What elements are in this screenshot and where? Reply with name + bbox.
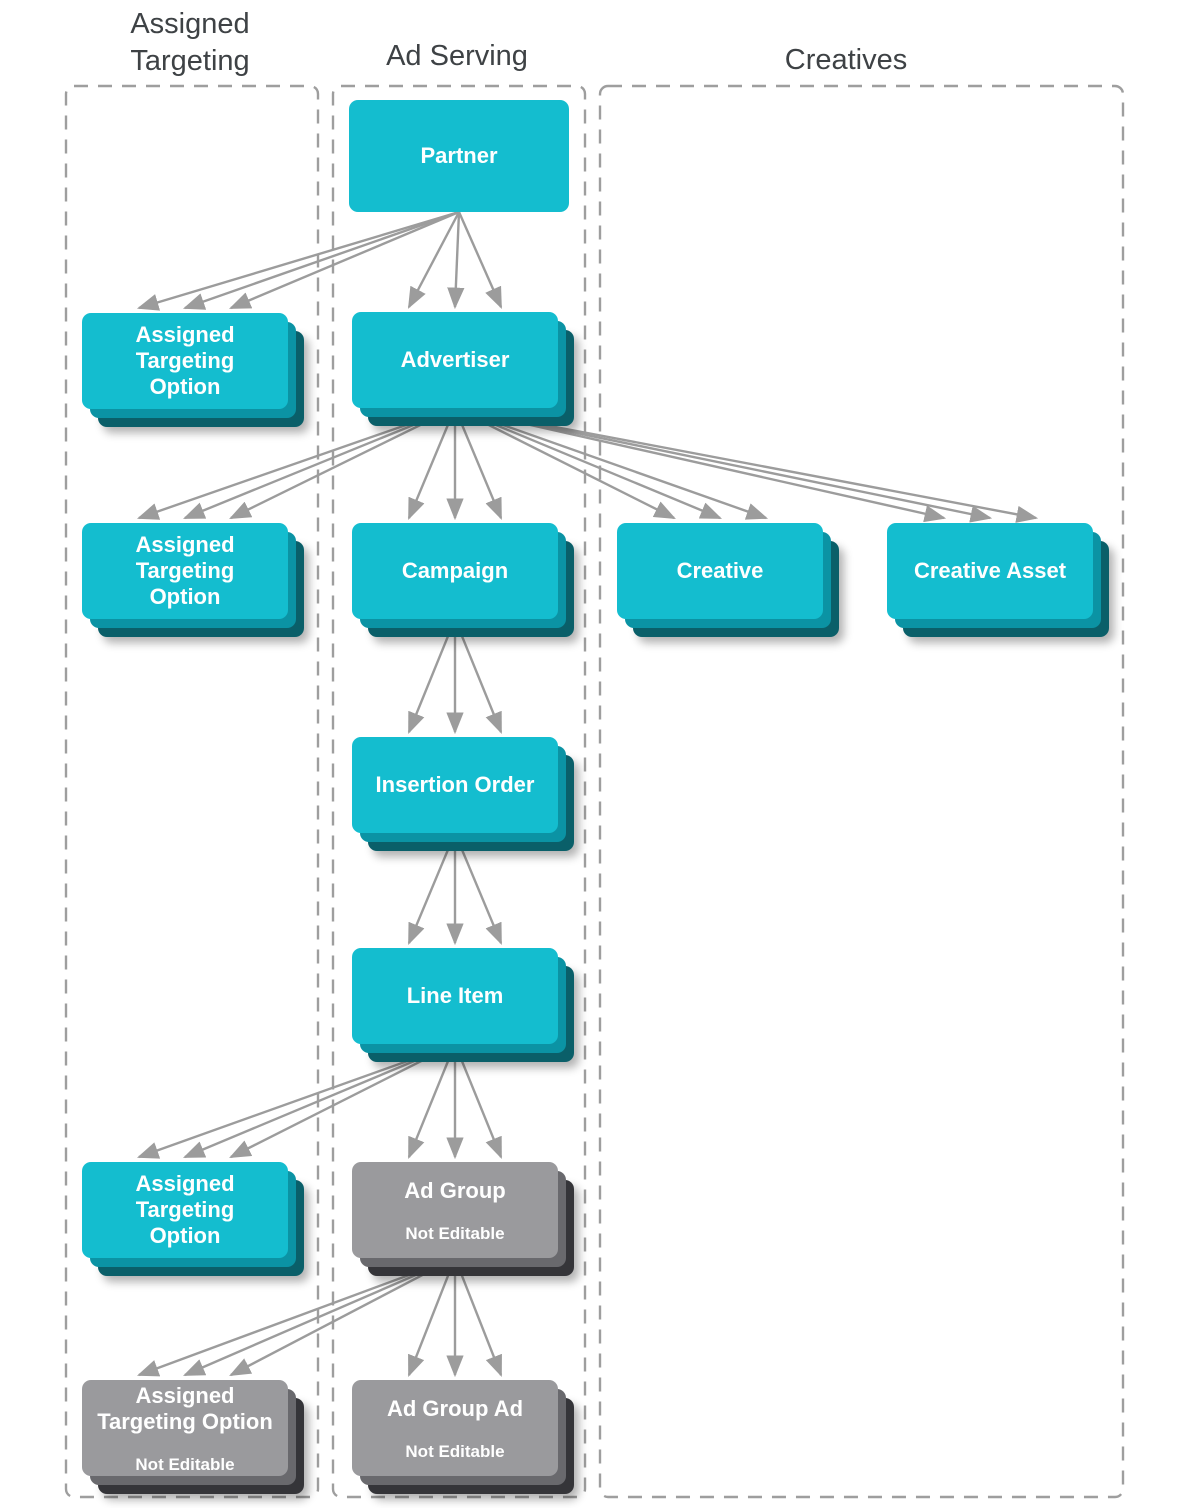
node-label: Line Item [406,983,504,1009]
edge-partner-to-assigned-targeting-option-1 [136,210,460,311]
node-creative[interactable]: Creative [617,523,839,637]
card-face: Assigned Targeting Option [82,523,288,619]
edge-line-item-to-assigned-targeting-option-3 [229,1042,456,1159]
card-face: Advertiser [352,312,558,408]
edge-partner-to-assigned-targeting-option-1 [229,210,460,310]
node-partner[interactable]: Partner [349,100,569,212]
edge-line-item-to-ad-group [407,1043,457,1160]
node-label: Assigned Targeting Option [135,1171,235,1248]
card-face: Creative Asset [887,523,1093,619]
node-sublabel: Not Editable [405,1441,505,1461]
column-header-ad-serving: Ad Serving [386,40,528,72]
edge-insertion-order-to-line-item [407,832,457,945]
column-header-creatives: Creatives [784,44,908,76]
edge-campaign-to-insertion-order [407,618,457,735]
edge-ad-group-to-assigned-targeting-option-4 [229,1256,456,1377]
column-border-ad-serving [331,84,587,1499]
node-creative-asset[interactable]: Creative Asset [887,523,1109,637]
edge-line-item-to-assigned-targeting-option-3 [136,1042,456,1159]
edge-advertiser-to-creative-asset [454,406,947,523]
edge-ad-group-to-assigned-targeting-option-4 [136,1256,456,1377]
node-campaign[interactable]: Campaign [352,523,574,637]
node-assigned-targeting-option-3[interactable]: Assigned Targeting Option [82,1162,304,1276]
node-label: Insertion Order [375,772,535,798]
edge-partner-to-assigned-targeting-option-1 [182,210,460,310]
node-label: Assigned Targeting Option [97,1383,273,1434]
node-label: Assigned Targeting Option [135,322,235,399]
edge-ad-group-to-ad-group-ad [453,1257,503,1378]
node-line-item[interactable]: Line Item [352,948,574,1062]
node-label: Creative Asset [913,558,1067,584]
column-header-assigned-targeting: Assigned Targeting [130,8,250,77]
edge-partner-to-advertiser [407,211,461,309]
node-label: Advertiser [400,347,510,373]
node-assigned-targeting-option-2[interactable]: Assigned Targeting Option [82,523,304,637]
edge-ad-group-to-ad-group-ad [407,1257,457,1378]
edge-campaign-to-insertion-order [453,618,503,735]
node-assigned-targeting-option-1[interactable]: Assigned Targeting Option [82,313,304,427]
edge-advertiser-to-creative [454,406,722,520]
edge-advertiser-to-creative [454,406,769,520]
edge-partner-to-advertiser [457,211,503,309]
node-label: Ad Group Ad [386,1396,524,1422]
card-face: Ad Group Ad Not Editable [352,1380,558,1476]
card-face: Assigned Targeting Option [82,313,288,409]
edge-advertiser-to-creative-asset [454,406,1039,523]
node-label: Partner [420,143,498,169]
edge-advertiser-to-creative [454,406,676,520]
edge-line-item-to-ad-group [453,1043,503,1160]
card-face: Assigned Targeting Option [82,1162,288,1258]
edge-advertiser-to-creative-asset [454,406,993,523]
edge-advertiser-to-assigned-targeting-option-2 [229,406,456,520]
node-ad-group-ad[interactable]: Ad Group Ad Not Editable [352,1380,574,1494]
edge-insertion-order-to-line-item [453,832,503,945]
column-border-assigned-targeting [64,84,320,1499]
node-label: Campaign [401,558,509,584]
card-face: Partner [349,100,569,212]
edge-line-item-to-assigned-targeting-option-3 [183,1042,456,1159]
edge-advertiser-to-campaign [407,407,457,520]
edge-partner-to-advertiser [447,211,465,310]
node-label: Assigned Targeting Option [135,532,235,609]
edge-advertiser-to-assigned-targeting-option-2 [136,406,456,520]
edge-ad-group-to-assigned-targeting-option-4 [183,1256,456,1377]
node-sublabel: Not Editable [135,1454,235,1474]
node-label: Ad Group [404,1178,506,1204]
node-insertion-order[interactable]: Insertion Order [352,737,574,851]
card-face: Insertion Order [352,737,558,833]
node-advertiser[interactable]: Advertiser [352,312,574,426]
edge-advertiser-to-assigned-targeting-option-2 [182,406,456,520]
card-face: Line Item [352,948,558,1044]
node-sublabel: Not Editable [405,1223,505,1243]
column-border-creatives [598,84,1125,1499]
card-face: Creative [617,523,823,619]
edge-advertiser-to-campaign [453,407,503,520]
node-label: Creative [676,558,764,584]
card-face: Campaign [352,523,558,619]
